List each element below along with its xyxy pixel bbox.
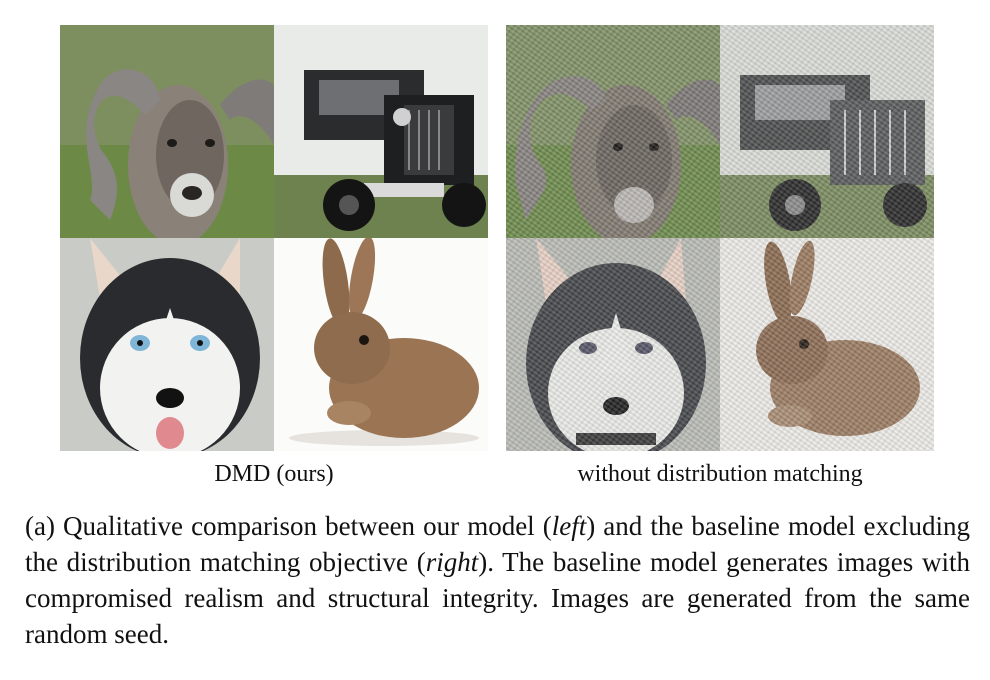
caption-prefix: (a) Qualitative comparison between our m… xyxy=(25,511,552,541)
husky-image xyxy=(60,238,274,451)
truck-image xyxy=(274,25,488,238)
caption-left-word: left xyxy=(551,511,587,541)
dmd-panel-label: DMD (ours) xyxy=(214,461,334,487)
husky-baseline-picture xyxy=(506,238,720,451)
rabbit-baseline-picture xyxy=(720,238,934,451)
truck-picture xyxy=(274,25,488,238)
baseline-image-grid xyxy=(506,25,934,451)
figure-caption: (a) Qualitative comparison between our m… xyxy=(25,508,970,652)
ram-picture xyxy=(60,25,274,238)
rabbit-picture xyxy=(274,238,488,451)
ram-baseline-picture xyxy=(506,25,720,238)
caption-right-word: right xyxy=(425,547,479,577)
ram-image xyxy=(60,25,274,238)
dmd-image-grid xyxy=(60,25,488,451)
truck-baseline-picture xyxy=(720,25,934,238)
caption-suffix: ). The baseline model generates images w… xyxy=(25,547,970,649)
truck-image-baseline xyxy=(720,25,934,238)
rabbit-image xyxy=(274,238,488,451)
caption-middle: ) and the baseline model excluding the d… xyxy=(25,511,970,577)
ram-image-baseline xyxy=(506,25,720,238)
husky-picture xyxy=(60,238,274,451)
husky-image-baseline xyxy=(506,238,720,451)
baseline-panel-label: without distribution matching xyxy=(577,461,863,487)
rabbit-image-baseline xyxy=(720,238,934,451)
